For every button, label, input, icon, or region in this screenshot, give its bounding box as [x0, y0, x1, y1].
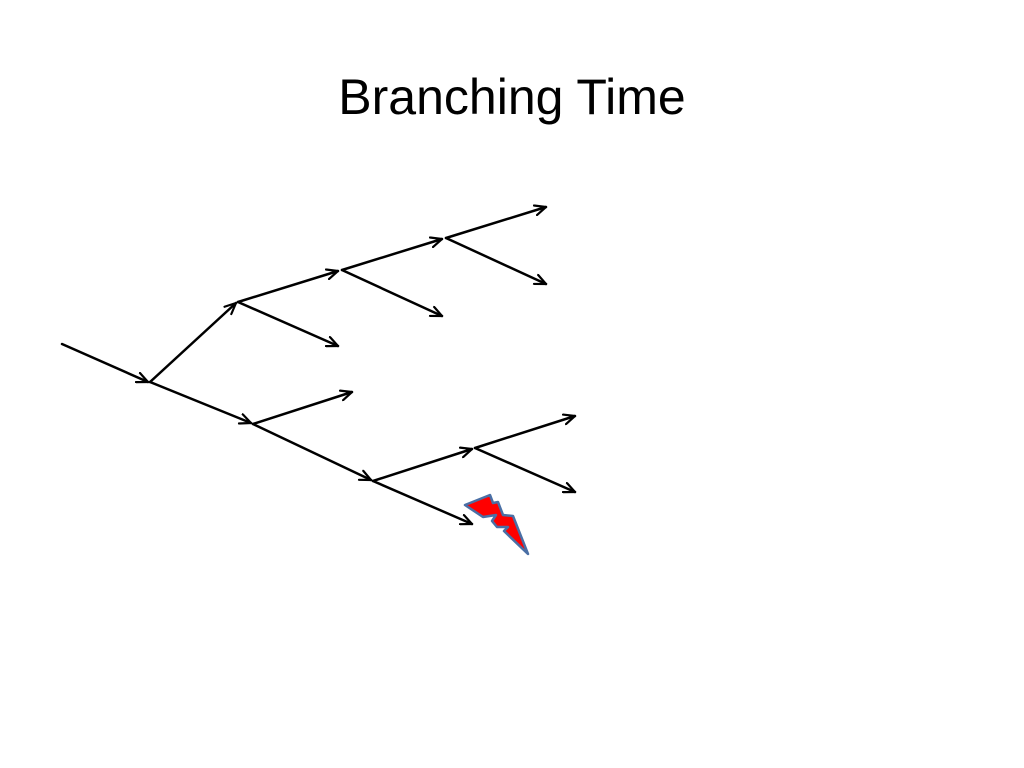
timeline-branch	[371, 479, 474, 524]
lightning-bolt-icon	[463, 493, 530, 556]
timeline-branch	[148, 380, 253, 423]
timeline-branch	[148, 301, 238, 384]
timeline-branch	[340, 239, 444, 272]
timeline-branch	[444, 236, 548, 286]
timeline-branch	[251, 422, 373, 482]
timeline-branch	[473, 446, 577, 494]
slide-title: Branching Time	[338, 69, 686, 125]
timeline-branch	[371, 449, 474, 483]
timeline-branch	[473, 416, 577, 450]
timeline-branch	[236, 271, 340, 304]
timeline-branch	[340, 268, 444, 318]
timeline-trunk	[60, 342, 150, 384]
timeline-branch	[236, 300, 340, 348]
timeline-branch	[444, 207, 548, 240]
timeline-branch	[251, 392, 354, 426]
